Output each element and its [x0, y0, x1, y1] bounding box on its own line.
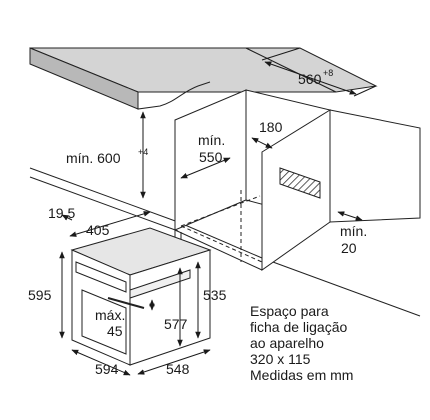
note-line-4: 320 x 115: [250, 351, 311, 367]
max-label: máx.: [95, 307, 125, 323]
cabinet-depth-min-label: mín.: [198, 132, 225, 148]
height-min-tol: +4: [138, 147, 148, 157]
rear-gap-label: 180: [259, 119, 283, 135]
countertop: [29, 47, 378, 110]
note-line-3: ao aparelho: [250, 335, 324, 351]
side-depth-label: 548: [166, 361, 190, 377]
niche-height-label: 577: [164, 316, 188, 332]
side-min-value: 20: [341, 240, 357, 256]
side-min-label: mín.: [340, 223, 367, 239]
oven-width-label: 594: [95, 361, 119, 377]
oven-depth-label: 405: [86, 222, 110, 238]
front-offset-label: 19,5: [48, 205, 75, 221]
depth-gap-label: 560: [298, 71, 322, 87]
height-min-label: mín. 600: [66, 150, 121, 166]
note-line-5: Medidas em mm: [250, 367, 354, 383]
note-line-2: ficha de ligação: [250, 319, 348, 335]
socket-area: [279, 167, 321, 199]
oven-height-label: 595: [28, 287, 52, 303]
inner-height-label: 535: [203, 287, 227, 303]
note-line-1: Espaço para: [250, 303, 329, 319]
dimension-labels: 560 +8 mín. 600 +4 mín. 550 180 mín. 20 …: [28, 68, 367, 377]
max-value: 45: [107, 323, 123, 339]
depth-gap-tol: +8: [323, 68, 333, 78]
niche-dashed: [180, 190, 263, 263]
dimension-lines: [59, 47, 377, 376]
cabinet-depth-min-value: 550: [199, 149, 223, 165]
floor-lines: [29, 167, 421, 317]
socket-note: Espaço para ficha de ligação ao aparelho…: [250, 303, 420, 383]
oven: [70, 227, 212, 366]
